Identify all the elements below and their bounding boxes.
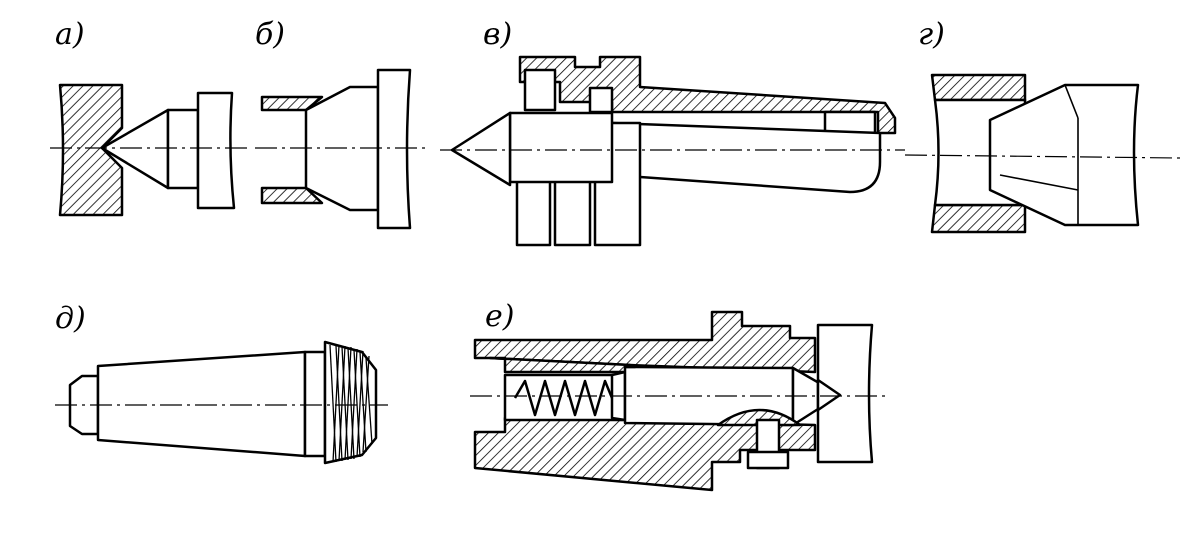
thrust-bearing <box>823 110 877 135</box>
spring-e <box>513 379 614 417</box>
workpiece-b-bottom <box>260 186 324 205</box>
live-center-tip <box>450 111 512 187</box>
quill-body-upper <box>488 356 632 374</box>
panel-e-spring-center: е) <box>470 299 885 492</box>
panel-g-large-center: г) <box>904 17 1181 234</box>
workpiece-a <box>58 83 124 217</box>
workpiece-g-bottom <box>930 203 1027 234</box>
label-b: б) <box>255 17 285 52</box>
bearing-left <box>523 68 557 112</box>
label-g: г) <box>918 17 945 52</box>
panel-v-live-center: в) <box>440 17 905 247</box>
bearing-right <box>588 86 614 114</box>
workpiece-e <box>816 323 874 464</box>
live-center-shank <box>610 121 882 194</box>
center-neck-a <box>166 108 200 190</box>
label-a: а) <box>55 17 85 52</box>
workpiece-e-hole <box>816 378 842 412</box>
panel-d-knurled-center: д) <box>55 301 388 465</box>
flute-top-g <box>1064 84 1079 119</box>
live-center-housing <box>518 55 897 135</box>
center-collar-a <box>196 91 236 210</box>
flute-lower-g <box>999 174 1079 191</box>
center-flange-b <box>376 68 412 230</box>
panel-a-fixed-center: а) <box>50 17 248 217</box>
collar-d <box>303 350 327 458</box>
live-center-spindle <box>508 111 614 184</box>
center-body-g <box>988 83 1140 227</box>
label-d: д) <box>55 301 86 336</box>
label-e: е) <box>485 299 514 334</box>
panel-b-reverse-center: б) <box>255 17 425 230</box>
locking-nut <box>746 450 790 470</box>
label-v: в) <box>483 17 512 52</box>
axis-g <box>904 154 1181 159</box>
knurl-lines-d <box>329 344 373 463</box>
workpiece-g-top <box>930 73 1027 102</box>
taper-shank-d <box>96 350 307 458</box>
